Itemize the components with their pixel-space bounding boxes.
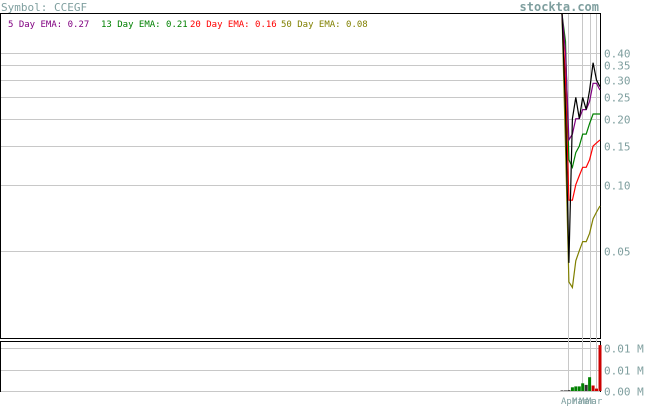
volume-bars — [560, 345, 602, 391]
volume-bar — [588, 377, 592, 391]
x-tick-label: Apr — [561, 397, 578, 406]
y-tick-label: 0.30 — [604, 75, 631, 88]
volume-bar — [574, 386, 578, 391]
legend-entry: 20 Day EMA: 0.16 — [190, 20, 277, 30]
volume-bar — [595, 388, 598, 391]
y-tick-label: 0.05 — [604, 246, 631, 259]
price-series — [561, 13, 601, 290]
legend-entry: 50 Day EMA: 0.08 — [281, 20, 368, 30]
volume-tick-label: 0.00 M — [604, 386, 644, 399]
y-tick-label: 0.10 — [604, 180, 631, 193]
volume-bar — [564, 390, 567, 391]
x-tick-label: Mar — [579, 397, 596, 406]
volume-tick-label: 0.01 M — [604, 365, 644, 378]
volume-bar — [598, 345, 602, 391]
volume-bar — [560, 390, 564, 391]
volume-bar — [577, 386, 581, 391]
series-line-20-day-ema — [561, 13, 601, 201]
brand-label: stockta.com — [520, 0, 599, 14]
y-tick-label: 0.20 — [604, 114, 631, 127]
volume-bar — [584, 384, 588, 391]
y-tick-label: 0.15 — [604, 141, 631, 154]
volume-bar — [581, 383, 585, 391]
series-line-price — [561, 13, 601, 263]
volume-bar — [591, 385, 595, 391]
y-tick-label: 0.40 — [604, 48, 631, 61]
series-line-5-day-ema — [561, 13, 601, 142]
price-panel-frame — [0, 13, 601, 339]
legend-entry: 13 Day EMA: 0.21 — [101, 20, 188, 30]
y-tick-label: 0.25 — [604, 92, 631, 105]
y-tick-label: 0.35 — [604, 60, 631, 73]
volume-bar — [570, 387, 574, 391]
volume-bar — [567, 390, 571, 391]
price-gridlines — [1, 14, 600, 391]
y-axis-ticks: 0.400.35 0.30 0.25 0.20 0.15 0.10 0.05 0.01 M 0.… — [604, 48, 644, 399]
volume-tick-label: 0.01 M — [604, 343, 644, 356]
volume-gridlines — [1, 348, 600, 392]
x-tick-label: Mar — [586, 397, 603, 406]
legend-entry: 5 Day EMA: 0.27 — [8, 20, 89, 30]
x-tick-label: Mar — [572, 397, 589, 406]
symbol-label: Symbol: CCEGF — [1, 1, 87, 14]
